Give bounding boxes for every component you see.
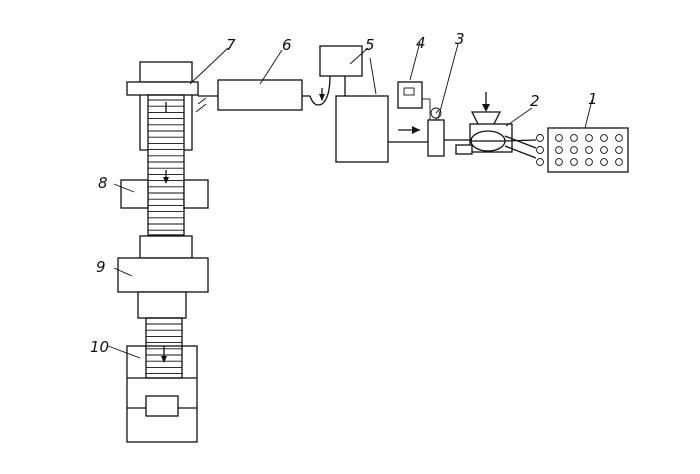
panel-hole (615, 158, 623, 166)
unit-8-clamp (113, 179, 209, 209)
unit-2-pump (455, 92, 537, 159)
lower-column-stack (145, 317, 183, 379)
panel-hole (615, 134, 623, 142)
unit-6-vessel (198, 49, 331, 111)
unit-10-receiver (107, 345, 198, 443)
unit-3-filter (427, 43, 472, 157)
panel-hole (555, 158, 563, 166)
panel-holes (555, 134, 623, 166)
callout-label-2: 2 (530, 92, 540, 110)
unit-9-press (113, 235, 209, 319)
panel-hole (600, 158, 608, 166)
panel-hole (600, 146, 608, 154)
callout-label-7: 7 (226, 36, 236, 54)
unit-1-perforated-panel (536, 99, 629, 173)
callout-label-10: 10 (90, 338, 109, 356)
panel-hole (555, 146, 563, 154)
unit-5-tank (319, 45, 428, 163)
callout-label-4: 4 (416, 34, 426, 52)
panel-hole (585, 158, 593, 166)
callout-label-1: 1 (588, 90, 598, 108)
callout-label-3: 3 (455, 30, 465, 48)
panel-hole (585, 134, 593, 142)
panel-hole (555, 134, 563, 142)
upper-stack-plates (148, 99, 184, 231)
callout-label-9: 9 (96, 258, 106, 276)
callout-label-6: 6 (282, 36, 292, 54)
panel-hole (615, 146, 623, 154)
callout-label-5: 5 (365, 36, 375, 54)
upper-column-stack (147, 94, 185, 236)
panel-hole (570, 146, 578, 154)
unit-4-control-box (397, 41, 431, 120)
panel-hole (600, 134, 608, 142)
unit-7-column-head (126, 47, 229, 151)
panel-hole (570, 158, 578, 166)
callout-label-8: 8 (98, 174, 108, 192)
panel-hole (570, 134, 578, 142)
panel-hole (585, 146, 593, 154)
